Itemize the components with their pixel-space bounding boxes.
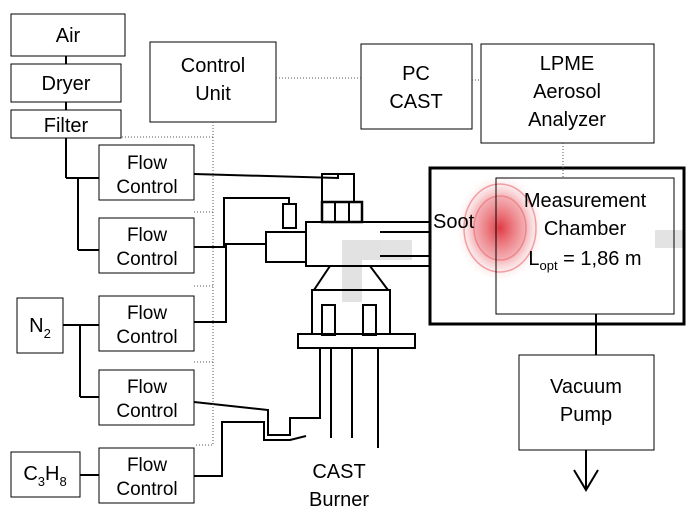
flow-control-1-line-1: Flow <box>127 153 167 174</box>
vacuum-pump-label-1: Vacuum <box>550 376 622 398</box>
watermark <box>342 230 685 302</box>
flow-control-box-1 <box>98 144 195 201</box>
connection-lines <box>63 56 599 492</box>
flow-control-4-line-1: Flow <box>127 377 167 398</box>
dotted-signal-lines <box>122 77 564 446</box>
control-unit-label-2: Unit <box>195 83 231 105</box>
lpme-analyzer-box <box>480 43 655 144</box>
c3h8-c: C <box>23 463 37 485</box>
flow-control-1-line-2: Control <box>116 177 177 198</box>
n2-box <box>16 297 64 354</box>
n2-main: N <box>29 315 43 337</box>
cast-burner-label-2: Burner <box>309 489 369 511</box>
pc-cast-label-1: PC <box>402 63 430 85</box>
lpme-label-1: LPME <box>540 53 594 75</box>
flow-control-4-line-2: Control <box>116 401 177 422</box>
l-opt-value: = 1,86 m <box>558 248 642 270</box>
c3h8-h: H <box>45 463 59 485</box>
flow-control-2-line-1: Flow <box>127 225 167 246</box>
pc-cast-label-2: CAST <box>389 91 442 113</box>
flow-control-5-line-2: Control <box>116 479 177 500</box>
flow-control-box-2 <box>98 217 195 274</box>
measurement-chamber-label-1: Measurement <box>524 190 647 212</box>
soot-glow <box>454 172 546 284</box>
l-opt-label: Lopt = 1,86 m <box>528 248 641 273</box>
soot-label: Soot <box>433 211 475 233</box>
lpme-label-3: Analyzer <box>528 109 606 131</box>
cast-burner-assembly <box>265 173 431 448</box>
air-box <box>10 13 126 57</box>
flow-control-2-line-2: Control <box>116 249 177 270</box>
control-unit-label-1: Control <box>181 55 245 77</box>
cast-burner-label-1: CAST <box>312 461 365 483</box>
flow-control-5-line-1: Flow <box>127 455 167 476</box>
lpme-label-2: Aerosol <box>533 81 601 103</box>
n2-label: N2 <box>29 315 51 341</box>
c3h8-c-subscript: 3 <box>38 474 45 489</box>
vacuum-pump-label-2: Pump <box>560 404 612 426</box>
n2-subscript: 2 <box>44 326 51 341</box>
dryer-label: Dryer <box>42 73 91 95</box>
l-opt-l: L <box>528 248 539 270</box>
pc-cast-box <box>360 43 473 130</box>
filter-label: Filter <box>44 115 89 137</box>
vacuum-pump-box <box>518 354 655 451</box>
control-unit-box <box>149 41 277 123</box>
air-label: Air <box>56 25 81 47</box>
flow-control-3-line-2: Control <box>116 327 177 348</box>
flow-control-box-4 <box>98 369 195 426</box>
l-opt-subscript: opt <box>540 258 558 273</box>
flow-control-box-3 <box>98 295 195 352</box>
flow-control-3-line-1: Flow <box>127 303 167 324</box>
measurement-chamber-label-2: Chamber <box>544 218 627 240</box>
c3h8-h-subscript: 8 <box>59 474 66 489</box>
c3h8-label: C3H8 <box>23 463 66 489</box>
